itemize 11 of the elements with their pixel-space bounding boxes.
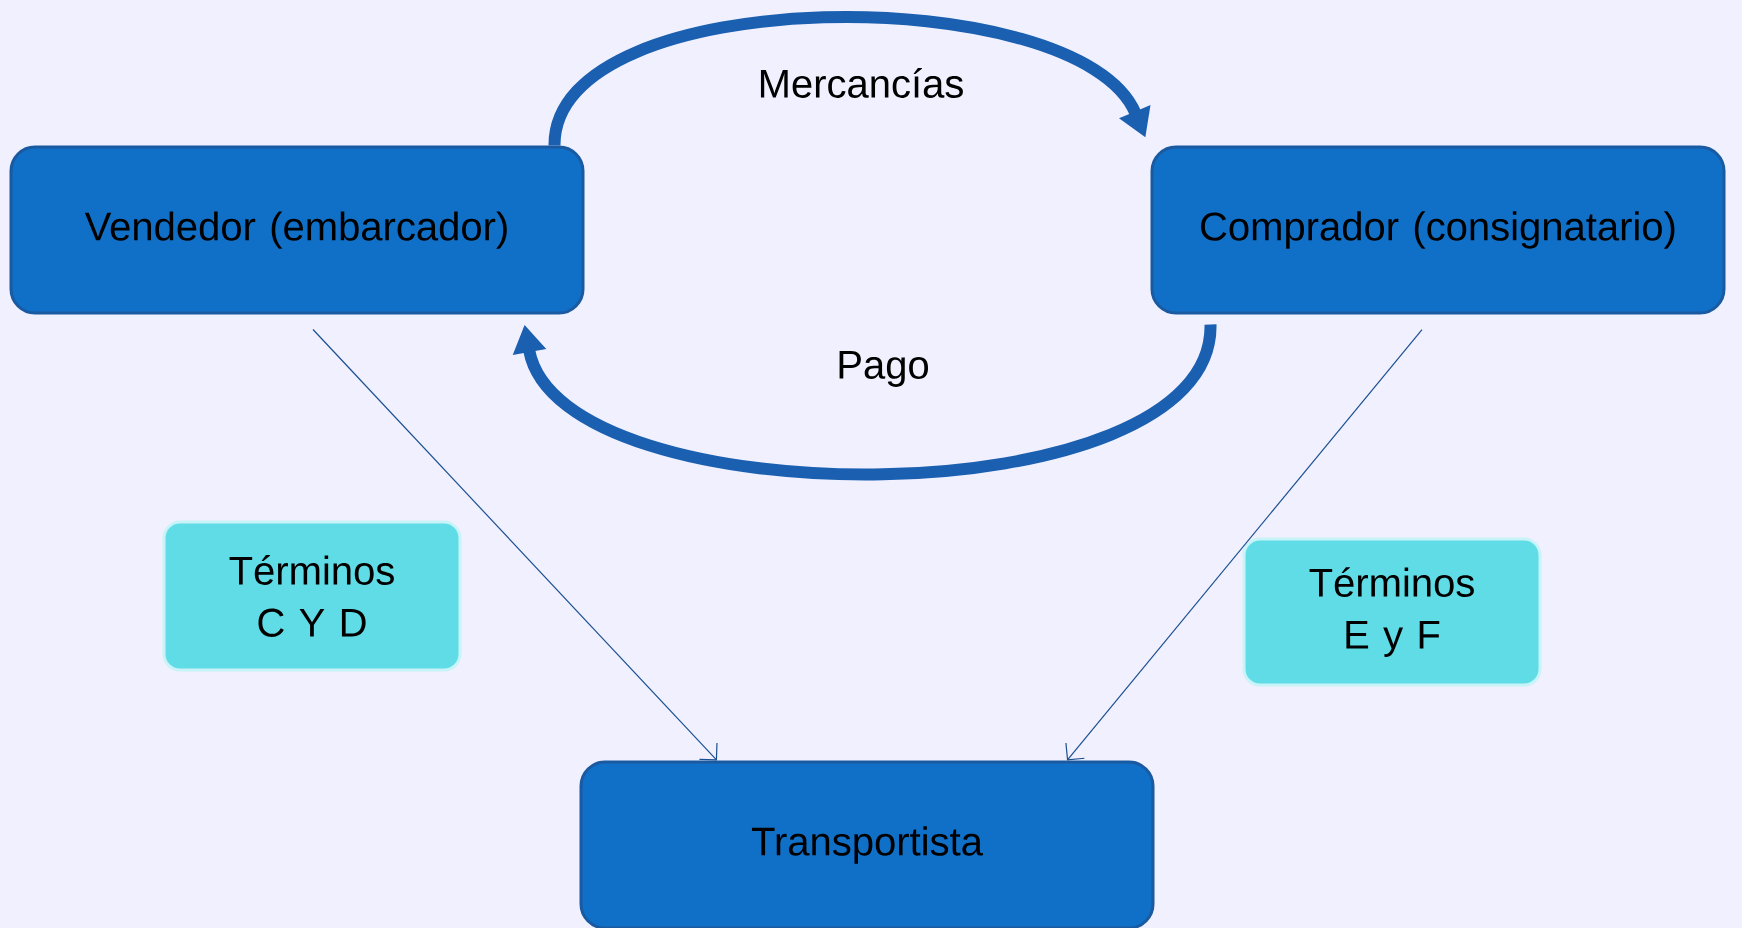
process-box: Comprador (consignatario) — [1150, 145, 1726, 315]
process-box: Transportista — [579, 760, 1155, 928]
process-box: Vendedor (embarcador) — [9, 145, 585, 315]
terms-box: Términos E y F — [1242, 537, 1542, 687]
edge-label: Pago — [839, 351, 929, 387]
terms-box: Términos C Y D — [162, 520, 462, 672]
edge-label: Mercancías — [760, 68, 963, 98]
curved-arrow — [548, 11, 1151, 148]
arrow — [1065, 328, 1423, 761]
arrow — [312, 328, 718, 761]
curved-arrow — [512, 322, 1217, 481]
